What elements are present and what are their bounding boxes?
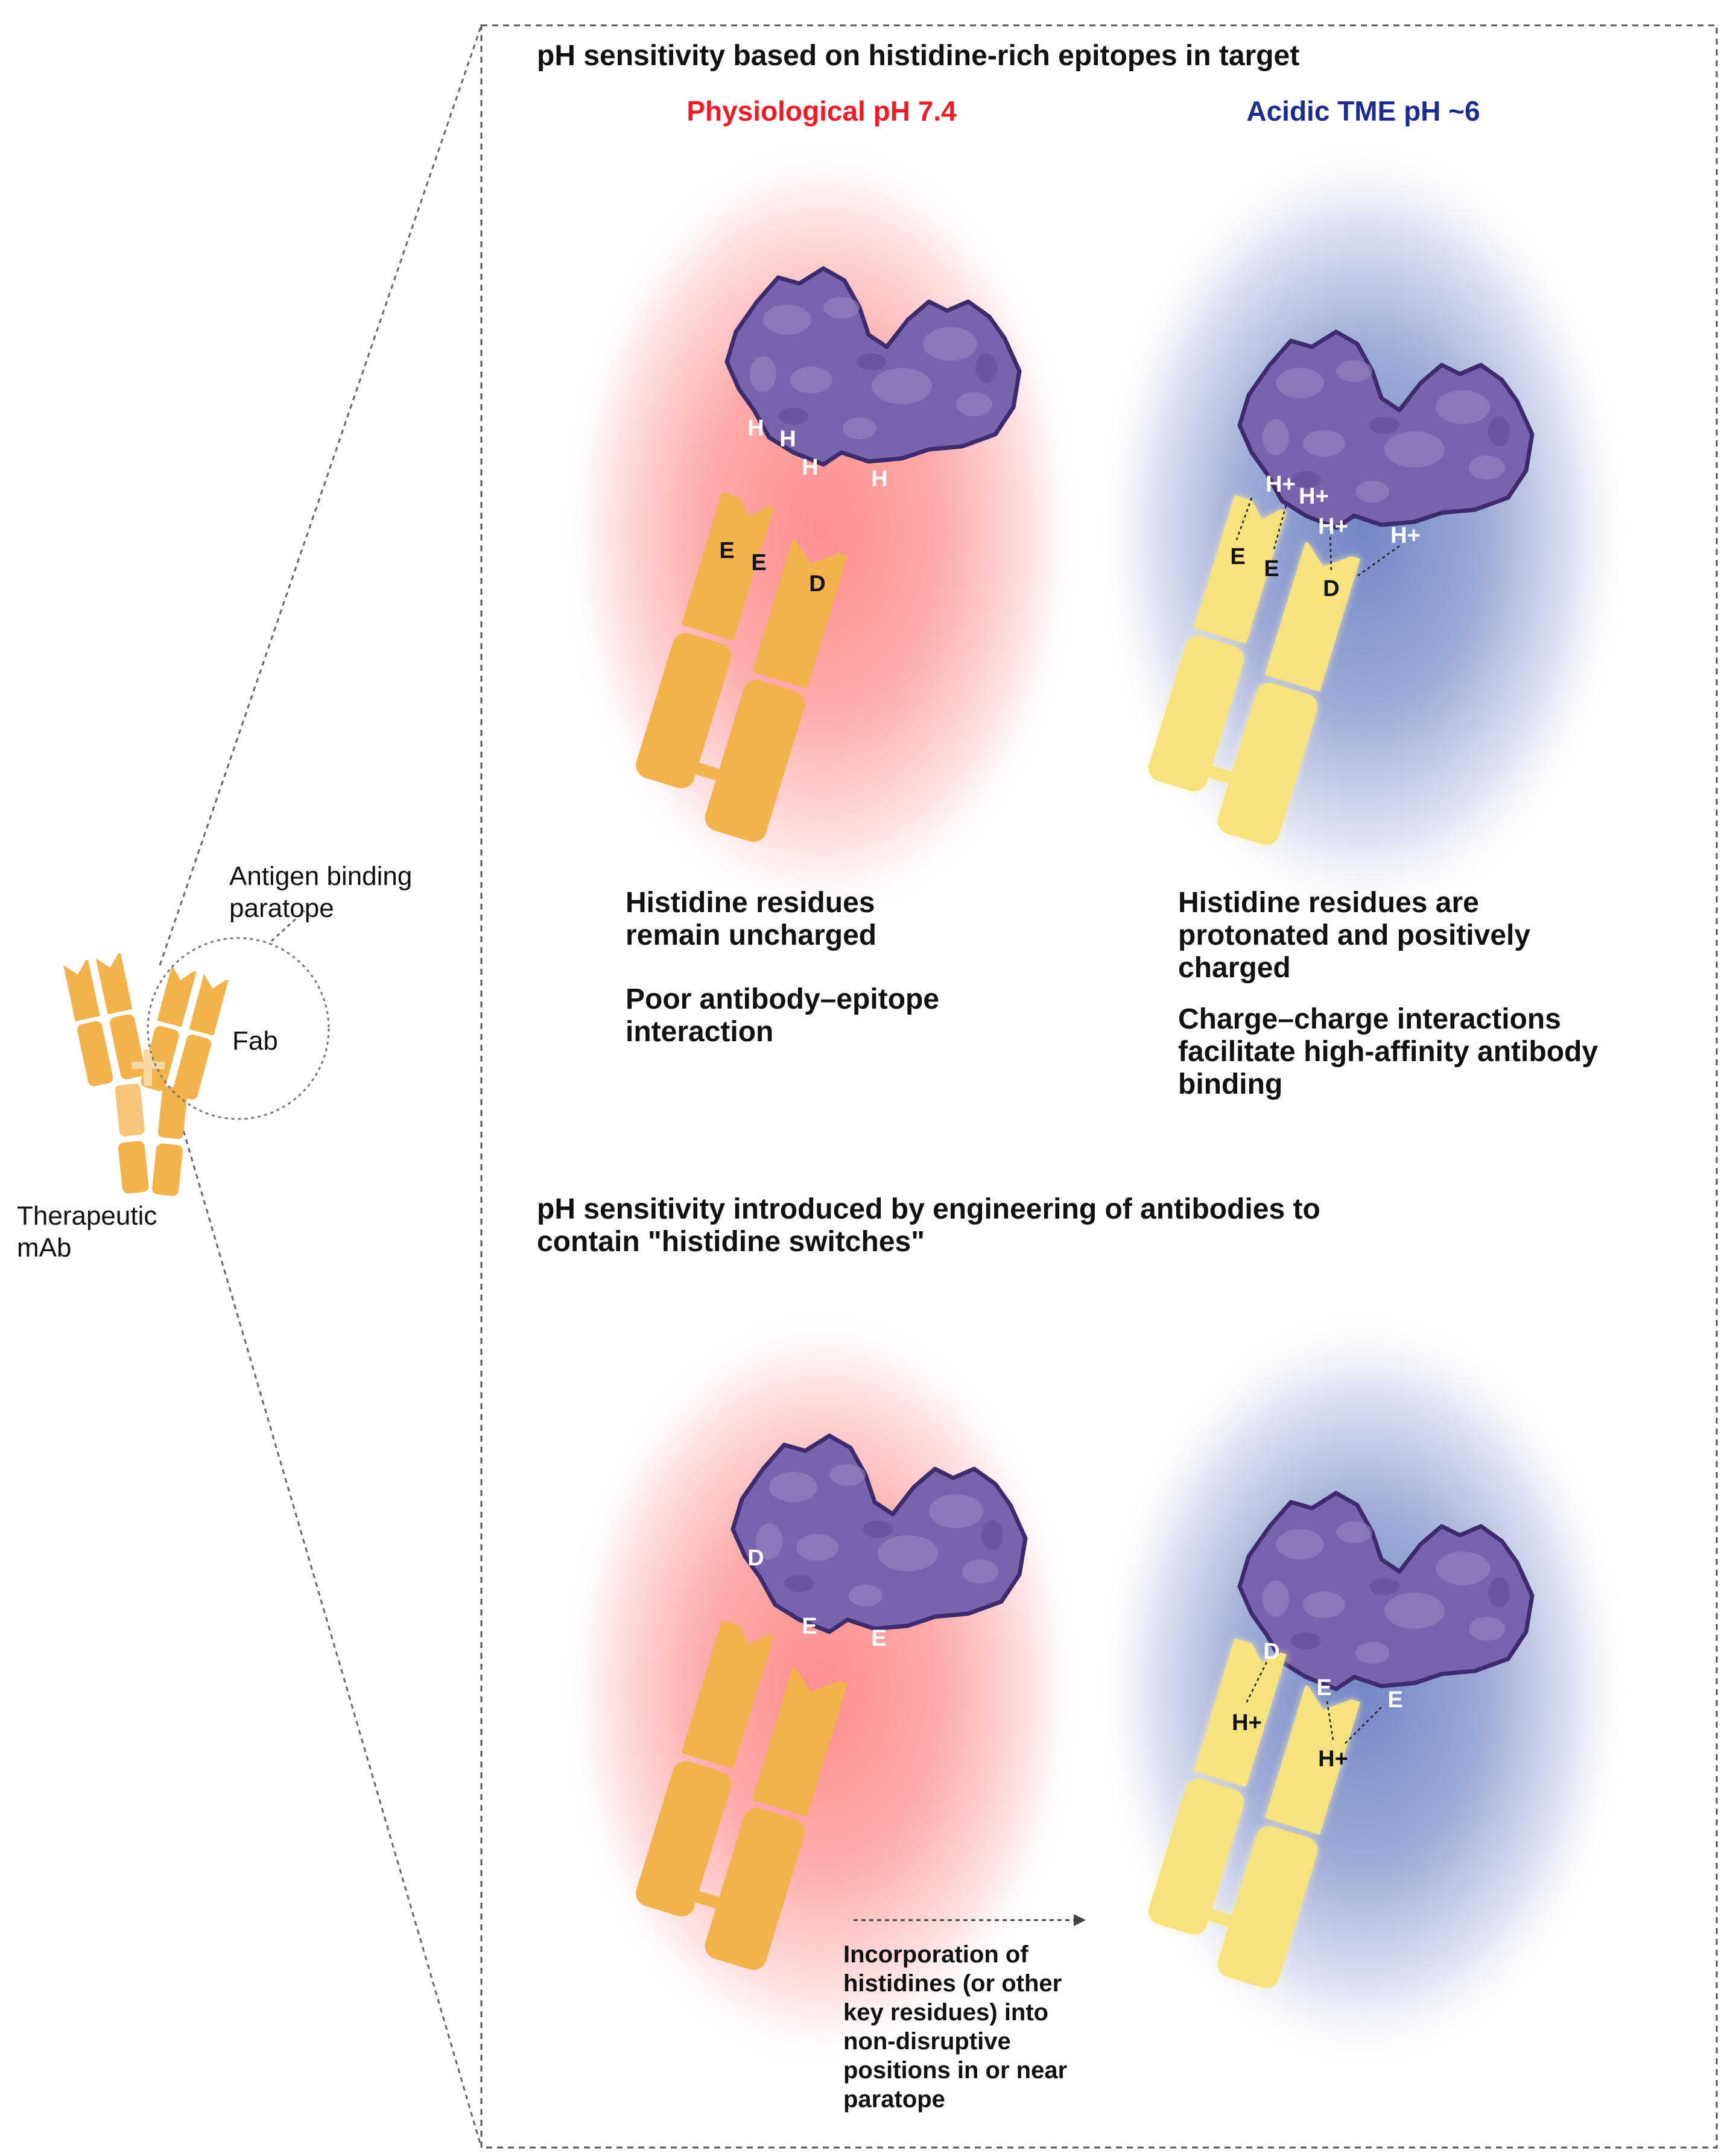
- residue-d-1: D: [809, 571, 825, 597]
- ph-physiological-label: Physiological pH 7.4: [686, 95, 957, 127]
- paratope-pointer: [270, 910, 306, 942]
- charge-interactions-top: [1235, 497, 1400, 577]
- ph-acidic-label: Acidic TME pH ~6: [1246, 95, 1480, 127]
- right-text2-line2: facilitate high-affinity antibody: [1178, 1036, 1598, 1068]
- residue-h-1: H: [747, 416, 764, 441]
- residue-h-4: H: [871, 466, 887, 492]
- mab-label-line1: Therapeutic: [17, 1201, 157, 1231]
- therapeutic-antibody: [63, 953, 229, 1196]
- note-line5: positions in or near: [843, 2057, 1067, 2084]
- residue-d-4: D: [1263, 1639, 1279, 1664]
- residue-e-4: E: [1264, 556, 1279, 582]
- residue-e-5: E: [802, 1614, 817, 1639]
- acidic-ph-glow-bottom: [1092, 1303, 1635, 2075]
- right-text2-line3: binding: [1178, 1068, 1282, 1100]
- right-text2-line1: Charge–charge interactions: [1178, 1003, 1561, 1035]
- note-line2: histidines (or other: [843, 1970, 1062, 1997]
- note-line6: paratope: [843, 2086, 945, 2113]
- residue-h-3: H: [802, 455, 818, 480]
- zoom-line-bottom: [180, 1121, 483, 2148]
- acidic-ph-glow-top: [1092, 133, 1635, 929]
- section2-heading-line2: contain "histidine switches": [537, 1226, 925, 1258]
- residue-hplus-1: H+: [1266, 472, 1296, 497]
- paratope-label-line1: Antigen binding: [229, 861, 412, 891]
- physiological-ph-glow-top: [556, 133, 1087, 929]
- residue-e-2: E: [751, 550, 766, 575]
- residue-h-2: H: [779, 426, 796, 452]
- zoom-line-top: [159, 25, 483, 966]
- left-text2-line2: interaction: [626, 1016, 773, 1048]
- residue-e-8: E: [1387, 1687, 1402, 1713]
- note-line3: key residues) into: [843, 1999, 1048, 2026]
- note-line4: non-disruptive: [843, 2028, 1011, 2055]
- residue-d-2: D: [1323, 576, 1339, 601]
- charge-interactions-bottom: [1244, 1661, 1382, 1744]
- right-text1-line1: Histidine residues are: [1178, 887, 1479, 919]
- engineering-arrow: [854, 1914, 1086, 1926]
- residue-hplus-2: H+: [1299, 484, 1329, 509]
- right-text1-line2: protonated and positively: [1178, 919, 1530, 951]
- section2-heading-line1: pH sensitivity introduced by engineering…: [537, 1193, 1320, 1225]
- left-text1-line1: Histidine residues: [626, 887, 875, 919]
- section1-heading: pH sensitivity based on histidine-rich e…: [537, 40, 1299, 72]
- left-text2-line1: Poor antibody–epitope: [626, 983, 939, 1015]
- mab-label-line2: mAb: [17, 1233, 71, 1263]
- residue-hplus-6: H+: [1318, 1746, 1348, 1772]
- paratope-circle: [147, 937, 330, 1120]
- left-text1-line2: remain uncharged: [626, 919, 876, 951]
- residue-e-3: E: [1230, 544, 1245, 569]
- residue-e-6: E: [871, 1626, 886, 1651]
- note-line1: Incorporation of: [843, 1941, 1028, 1968]
- residue-d-3: D: [747, 1546, 764, 1571]
- residue-hplus-4: H+: [1390, 523, 1421, 548]
- zoom-frame: [480, 24, 1718, 2149]
- residue-e-1: E: [719, 538, 734, 563]
- paratope-label-line2: paratope: [229, 893, 334, 923]
- right-text1-line3: charged: [1178, 952, 1291, 984]
- residue-e-7: E: [1316, 1675, 1331, 1701]
- residue-hplus-5: H+: [1232, 1710, 1262, 1736]
- fab-label: Fab: [232, 1026, 278, 1056]
- residue-hplus-3: H+: [1318, 514, 1348, 539]
